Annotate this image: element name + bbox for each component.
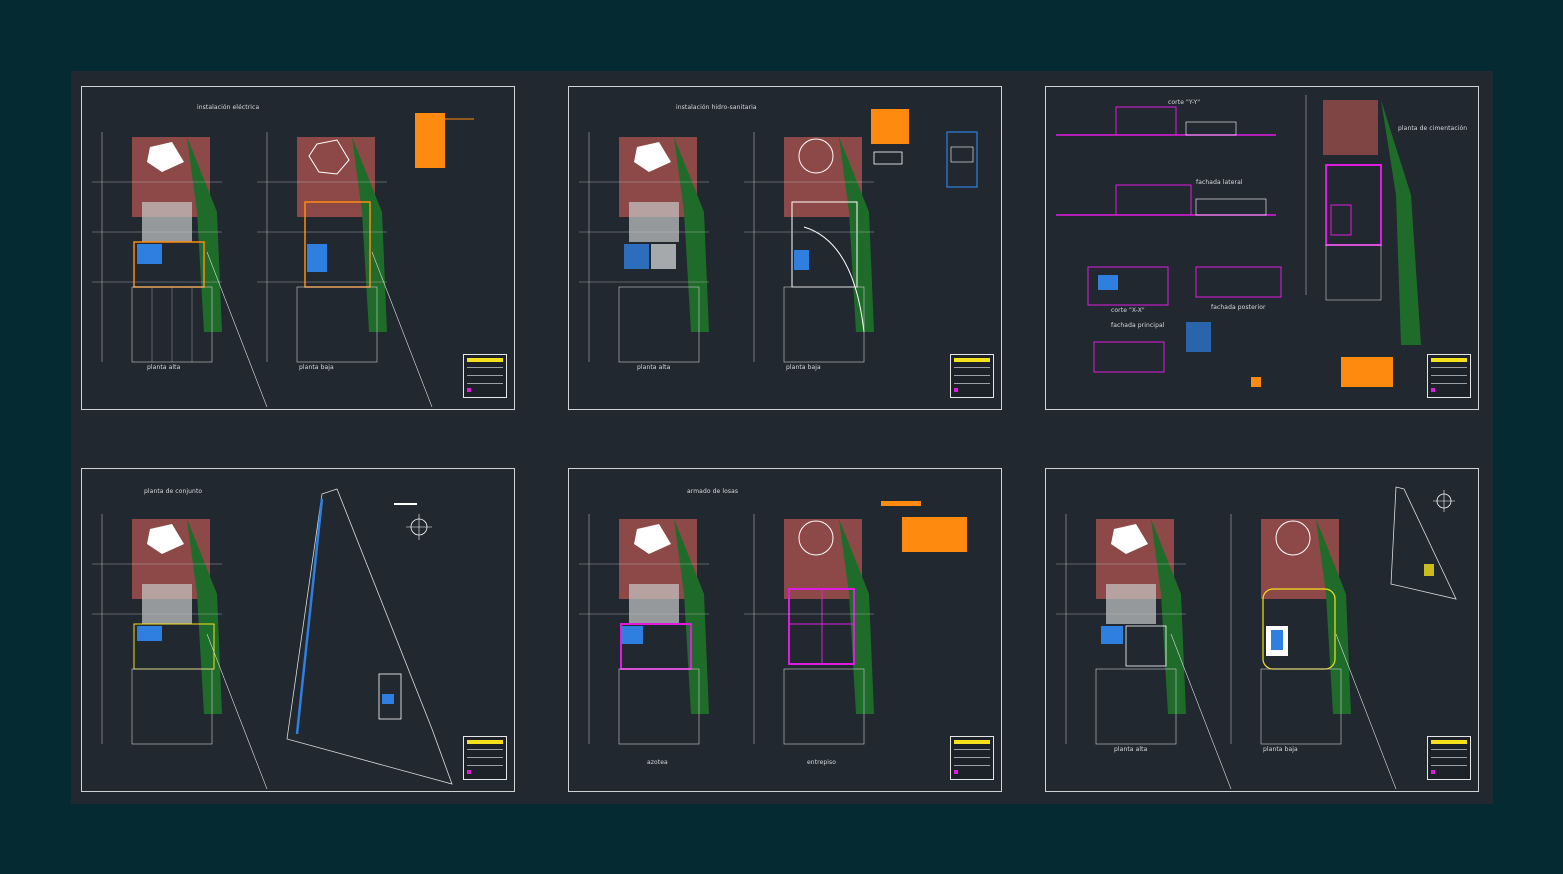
sheet-drawing	[579, 109, 978, 363]
sheet-drawing	[1056, 486, 1457, 790]
model-space: instalación eléctrica planta alta planta…	[71, 71, 1493, 804]
view-label: planta alta	[637, 364, 671, 371]
sheet-plumbing[interactable]: instalación hidro-sanitaria planta alta …	[568, 86, 1002, 410]
view-label: corte "X-X"	[1111, 307, 1145, 314]
sheet-drawing	[92, 113, 474, 408]
sheet-drawing	[579, 501, 967, 745]
view-label: fachada lateral	[1196, 179, 1243, 186]
sheet-title: armado de losas	[687, 488, 739, 495]
view-label: corte "Y-Y"	[1168, 99, 1201, 106]
sheet-slab-reinforcement[interactable]: armado de losas azotea entrepiso	[568, 468, 1002, 792]
title-block	[950, 354, 994, 398]
title-block	[463, 354, 507, 398]
sheet-title: instalación hidro-sanitaria	[676, 104, 757, 111]
view-label: planta baja	[1263, 746, 1298, 753]
view-label: entrepiso	[807, 759, 837, 766]
title-block	[1427, 354, 1471, 398]
sheet-drawing	[1056, 95, 1421, 387]
view-label: planta alta	[147, 364, 181, 371]
sheet-architectural-plans[interactable]: planta alta planta baja	[1045, 468, 1479, 792]
title-block	[463, 736, 507, 780]
view-label: azotea	[647, 759, 668, 766]
sheet-drawing	[92, 488, 453, 790]
sheet-electrical[interactable]: instalación eléctrica planta alta planta…	[81, 86, 515, 410]
view-label: fachada posterior	[1211, 304, 1266, 311]
view-label: fachada principal	[1111, 322, 1165, 329]
sheet-title: instalación eléctrica	[197, 104, 260, 111]
sheet-title: planta de conjunto	[144, 488, 203, 495]
sheet-sections-facades[interactable]: corte "Y-Y" planta de cimentación fachad…	[1045, 86, 1479, 410]
view-label: planta de cimentación	[1398, 125, 1468, 132]
view-label: planta baja	[299, 364, 334, 371]
view-label: planta baja	[786, 364, 821, 371]
view-label: planta alta	[1114, 746, 1148, 753]
title-block	[950, 736, 994, 780]
title-block	[1427, 736, 1471, 780]
sheet-site-plan[interactable]: planta de conjunto	[81, 468, 515, 792]
